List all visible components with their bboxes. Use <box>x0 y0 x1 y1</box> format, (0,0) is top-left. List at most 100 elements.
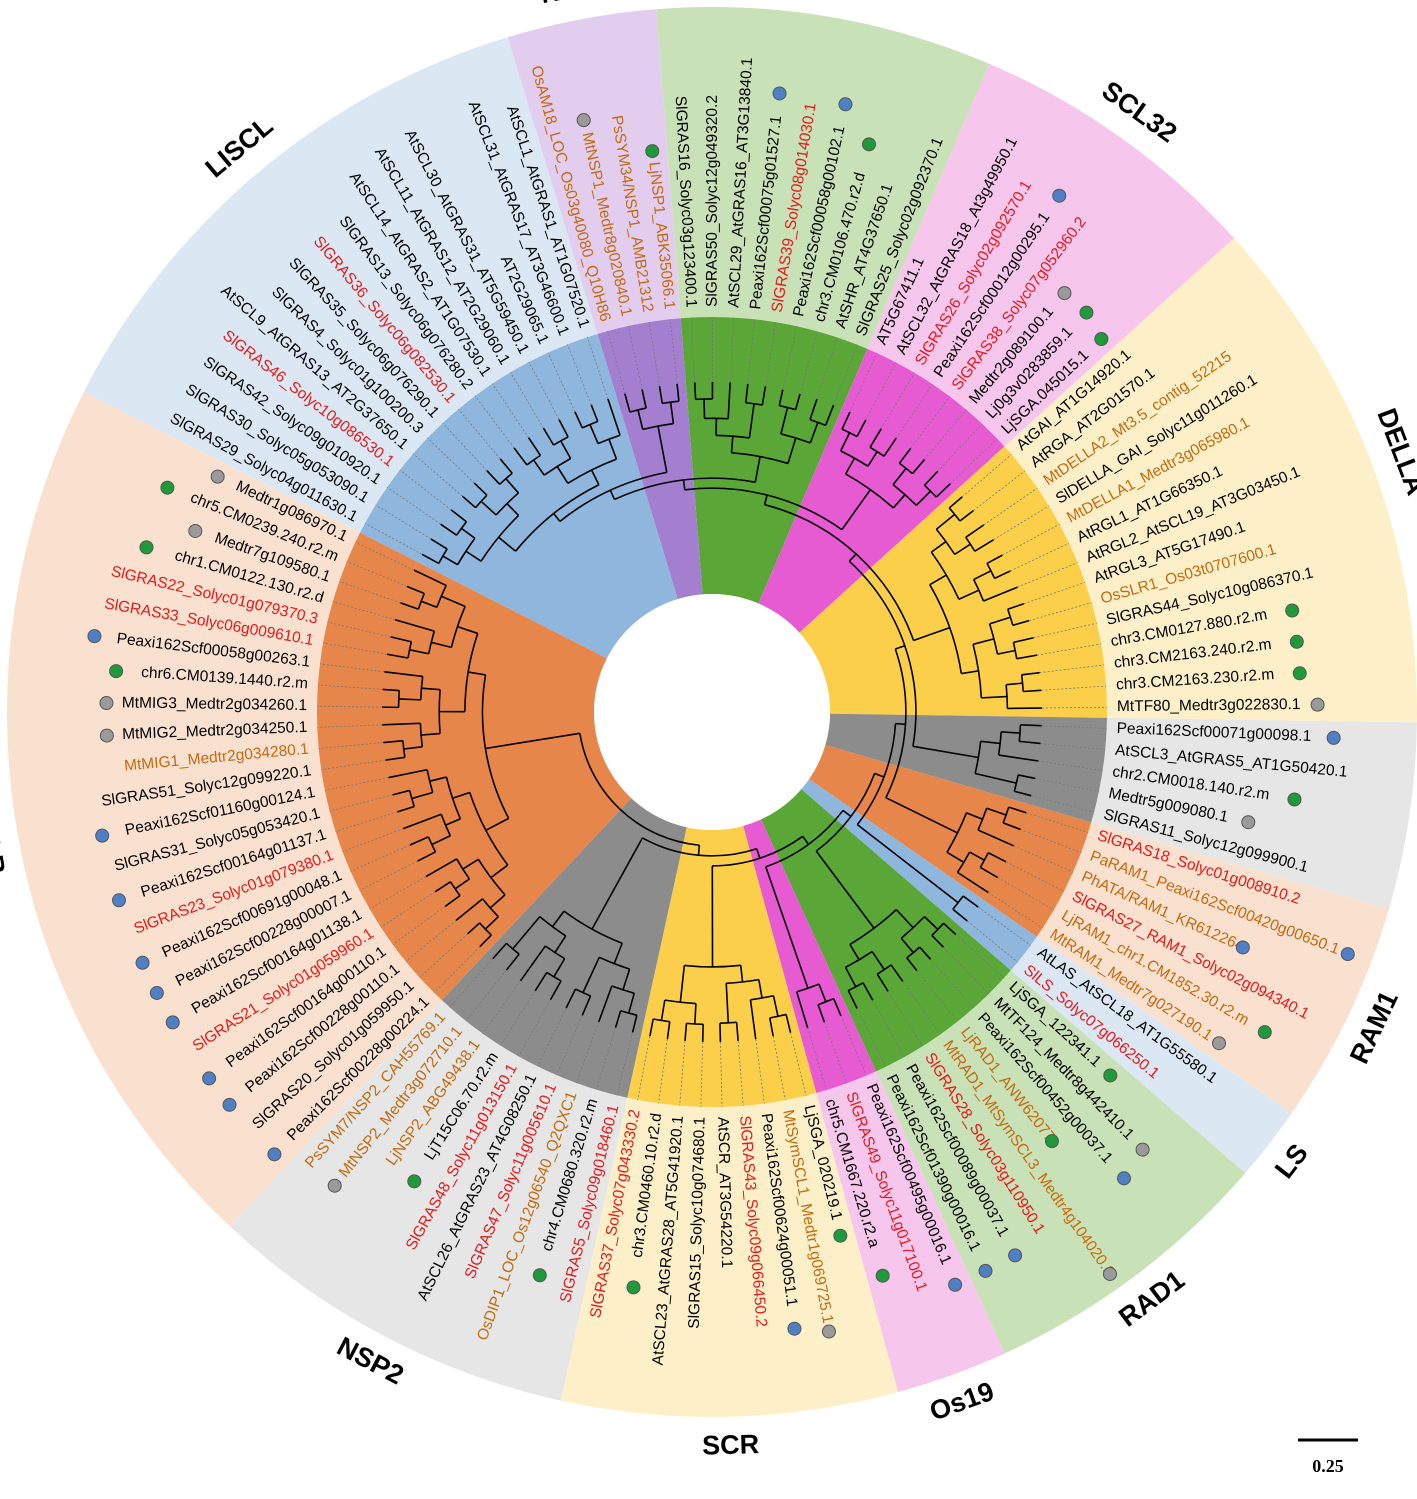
branch-radial <box>735 1022 739 1042</box>
branch-radial <box>915 490 932 506</box>
branch-radial <box>486 470 501 485</box>
leaf-connector <box>856 1008 886 1067</box>
species-marker-blue <box>202 1071 217 1086</box>
leaf-connector <box>690 317 696 383</box>
branch-arc <box>662 400 679 405</box>
species-marker-gray <box>210 469 225 484</box>
branch-radial <box>1008 806 1027 814</box>
species-marker-blue <box>149 985 164 1000</box>
branch-radial <box>553 513 561 522</box>
branch-arc <box>481 898 499 918</box>
branch-arc <box>972 579 985 602</box>
branch-radial <box>554 935 567 953</box>
leaf-connector <box>399 469 452 511</box>
leaf-connector <box>1040 743 1106 750</box>
branch-radial <box>409 836 429 846</box>
branch-radial <box>468 671 486 676</box>
branch-radial <box>974 772 1017 784</box>
branch-radial <box>657 425 668 473</box>
leaf-connector <box>755 1039 765 1104</box>
clade-label-os19: Os19 <box>926 1376 998 1427</box>
leaf-connector <box>816 337 838 400</box>
species-marker-gray <box>99 728 114 743</box>
leaf-connector <box>700 1041 704 1107</box>
leaf-connector <box>412 453 463 497</box>
branch-radial <box>730 436 734 453</box>
branch-radial <box>581 995 592 1016</box>
branch-radial <box>987 852 1007 863</box>
branch-arc <box>848 560 917 747</box>
branch-radial <box>930 540 947 553</box>
branch-radial <box>607 398 621 436</box>
clade-label-sclb: SCLB <box>0 800 11 878</box>
leaf-connector <box>983 487 1038 526</box>
branch-radial <box>574 411 584 429</box>
branch-arc <box>876 964 892 975</box>
leaf-connector <box>865 362 897 421</box>
branch-radial <box>832 998 842 1017</box>
species-marker-blue <box>948 1277 963 1292</box>
leaf-connector <box>342 828 404 852</box>
branch-radial <box>549 980 562 1001</box>
branch-radial <box>898 447 912 464</box>
tree-branches <box>317 316 1107 1107</box>
branch-radial <box>551 910 565 928</box>
branch-radial <box>973 570 992 581</box>
branch-arc <box>419 676 424 700</box>
leaf-connector <box>1010 542 1070 572</box>
species-marker-blue <box>165 1015 180 1030</box>
branch-arc <box>426 769 434 793</box>
branch-arc <box>898 462 914 475</box>
branch-arc <box>977 807 988 831</box>
branch-radial <box>935 483 951 498</box>
branch-radial <box>758 979 763 999</box>
leaf-connector <box>324 777 389 791</box>
leaf-connector <box>658 1038 668 1104</box>
branch-radial <box>669 402 675 424</box>
branch-radial <box>980 740 1001 745</box>
species-marker-blue <box>1116 1171 1131 1186</box>
branch-radial <box>965 524 985 538</box>
leaf-connector <box>887 990 924 1047</box>
leaf-connector <box>380 891 436 928</box>
leaf-connector <box>807 1027 827 1091</box>
branch-radial <box>979 866 998 879</box>
branch-radial <box>787 437 797 464</box>
branch-arc <box>840 450 869 467</box>
branch-arc <box>988 623 999 655</box>
leaf-connector <box>405 920 457 962</box>
species-marker-green <box>532 1268 547 1283</box>
branch-radial <box>440 523 458 536</box>
species-marker-blue <box>1235 940 1250 955</box>
branch-arc <box>1005 684 1009 709</box>
branch-arc <box>935 528 956 555</box>
leaf-connector <box>465 969 507 1022</box>
species-marker-gray <box>1241 815 1256 830</box>
branch-radial <box>998 754 1039 762</box>
center-hole <box>594 594 830 830</box>
species-marker-green <box>109 664 124 679</box>
branch-radial <box>817 1004 826 1023</box>
leaf-connector <box>910 396 951 449</box>
leaf-connector <box>317 684 383 690</box>
branch-radial <box>1016 654 1038 660</box>
leaf-connector <box>988 892 1043 929</box>
branch-radial <box>841 489 872 531</box>
branch-radial <box>962 895 979 908</box>
species-marker-gray <box>327 1178 342 1193</box>
leaf-connector <box>790 1032 807 1096</box>
branch-radial <box>1007 602 1024 611</box>
leaf-connector <box>1005 861 1065 892</box>
branch-radial <box>755 848 761 859</box>
branch-radial <box>748 403 755 439</box>
branch-radial <box>622 968 631 991</box>
clade-sector-scr <box>560 1092 899 1418</box>
branch-arc <box>653 1018 670 1023</box>
branch-radial <box>608 438 618 460</box>
branch-radial <box>390 636 412 643</box>
leaf-connector <box>937 423 983 472</box>
branch-arc <box>581 420 599 429</box>
branch-radial <box>763 494 768 505</box>
branch-arc <box>455 521 468 536</box>
leaf-connector <box>427 437 475 484</box>
